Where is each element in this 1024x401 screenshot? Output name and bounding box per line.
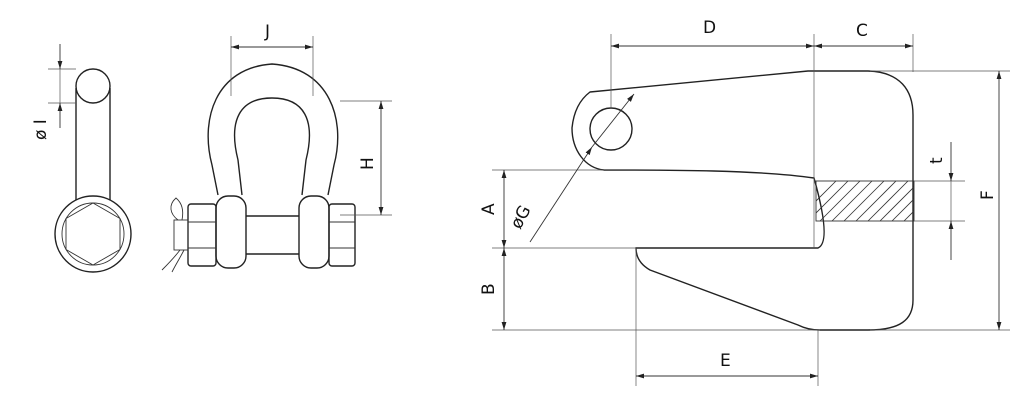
pin-head-circle xyxy=(75,68,111,104)
nut-hexagon xyxy=(65,202,121,266)
cotter-pin-top xyxy=(170,197,184,221)
shackle-front-view: J H xyxy=(161,22,392,273)
left-nut xyxy=(187,203,217,267)
pin-side-view: ø I xyxy=(31,44,132,273)
label-F: F xyxy=(978,190,998,200)
label-C: C xyxy=(856,21,868,41)
label-D: D xyxy=(703,18,716,38)
cotter-pin-legs xyxy=(161,249,185,273)
bow-inner xyxy=(233,97,311,196)
right-nut xyxy=(328,203,356,267)
dim-G-leader-lower xyxy=(529,146,593,243)
label-H: H xyxy=(358,157,378,170)
plate-section xyxy=(815,180,915,222)
left-eye xyxy=(215,195,247,269)
label-t: t xyxy=(927,157,947,164)
label-diam-I: ø I xyxy=(31,119,51,140)
bow-outer xyxy=(207,63,339,196)
eye-hole xyxy=(589,107,633,151)
nut-inner-circle xyxy=(61,202,125,266)
label-J: J xyxy=(264,22,270,42)
label-A: A xyxy=(479,203,499,215)
right-eye xyxy=(298,195,330,269)
dim-G-leader-upper xyxy=(591,93,635,148)
label-B: B xyxy=(479,283,499,295)
clamp-body xyxy=(571,70,914,331)
label-diam-G: øG xyxy=(507,202,536,232)
cotter-pin-body xyxy=(173,219,189,251)
nut-outer-circle xyxy=(54,195,132,273)
plate-clamp-view: D C F A B E t øG xyxy=(479,18,1010,386)
label-E: E xyxy=(720,351,731,371)
plate-hatching xyxy=(816,181,914,221)
